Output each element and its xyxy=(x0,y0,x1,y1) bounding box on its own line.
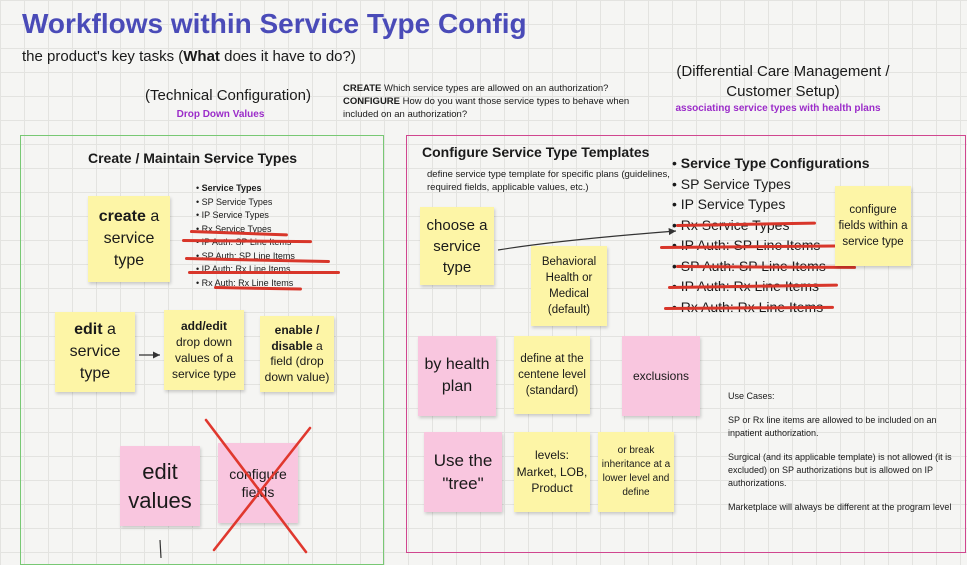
use-case-item: SP or Rx line items are allowed to be in… xyxy=(728,415,937,438)
board-subtitle: the product's key tasks (What does it ha… xyxy=(22,48,356,65)
create-service-type-note[interactable]: create a service type xyxy=(88,196,170,282)
choose-service-type-note[interactable]: choose a service type xyxy=(420,207,494,285)
add-edit-values-note[interactable]: add/edit drop down values of a service t… xyxy=(164,310,244,390)
create-configure-text: CREATE Which service types are allowed o… xyxy=(343,83,630,120)
break-inheritance-note[interactable]: or break inheritance at a lower level an… xyxy=(598,432,674,512)
edit-service-type-note[interactable]: edit a service type xyxy=(55,312,135,392)
associating-health-plans-label: associating service types with health pl… xyxy=(675,103,881,114)
technical-configuration-label: (Technical Configuration) xyxy=(145,87,311,104)
by-health-plan-note[interactable]: by health plan xyxy=(418,336,496,416)
list-item: • Rx Auth: Rx Line Items xyxy=(196,277,294,288)
use-case-item: Marketplace will always be different at … xyxy=(728,502,952,512)
cross-out-line xyxy=(204,418,308,554)
configure-templates-title: Configure Service Type Templates xyxy=(422,144,650,160)
list-header: • Service Type Configurations xyxy=(672,155,870,171)
use-case-item: Surgical (and its applicable template) i… xyxy=(728,452,952,488)
use-cases-text: Use Cases: SP or Rx line items are allow… xyxy=(728,390,958,525)
configure-templates-frame[interactable] xyxy=(406,135,966,553)
cross-out-line xyxy=(212,426,312,552)
list-header: • Service Types xyxy=(196,183,262,193)
levels-note[interactable]: levels: Market, LOB, Product xyxy=(514,432,590,512)
list-item: • IP Auth: Rx Line Items xyxy=(196,264,291,274)
configure-fields-within-note[interactable]: configure fields within a service type xyxy=(835,186,911,266)
use-the-tree-note[interactable]: Use the "tree" xyxy=(424,432,502,512)
behavioral-health-note[interactable]: Behavioral Health or Medical (default) xyxy=(531,246,607,326)
list-item: • SP Auth: SP Line Items xyxy=(196,250,295,261)
choose-to-configurations-arrow xyxy=(497,227,677,251)
exclusions-note[interactable]: exclusions xyxy=(622,336,700,416)
list-item: • IP Service Types xyxy=(196,210,269,220)
enable-disable-field-note[interactable]: enable / disable a field (drop down valu… xyxy=(260,316,334,392)
configure-fields-crossed-note[interactable]: configure fields xyxy=(218,443,298,523)
board-title: Workflows within Service Type Config xyxy=(22,8,527,39)
list-item: • SP Service Types xyxy=(196,196,273,207)
create-maintain-title: Create / Maintain Service Types xyxy=(88,150,298,166)
connector-stub xyxy=(159,539,162,559)
centene-level-note[interactable]: define at the centene level (standard) xyxy=(514,336,590,414)
drop-down-values-label: Drop Down Values xyxy=(176,109,265,120)
list-item: • IP Service Types xyxy=(672,196,786,212)
template-description: define service type template for specifi… xyxy=(427,169,670,193)
list-item: • Rx Service Types xyxy=(196,223,272,234)
strike-line xyxy=(188,271,340,274)
use-cases-title: Use Cases: xyxy=(728,391,775,401)
list-item: • SP Service Types xyxy=(672,175,791,192)
edit-values-note[interactable]: edit values xyxy=(120,446,200,526)
differential-care-label: (Differential Care Management / Customer… xyxy=(676,63,890,100)
